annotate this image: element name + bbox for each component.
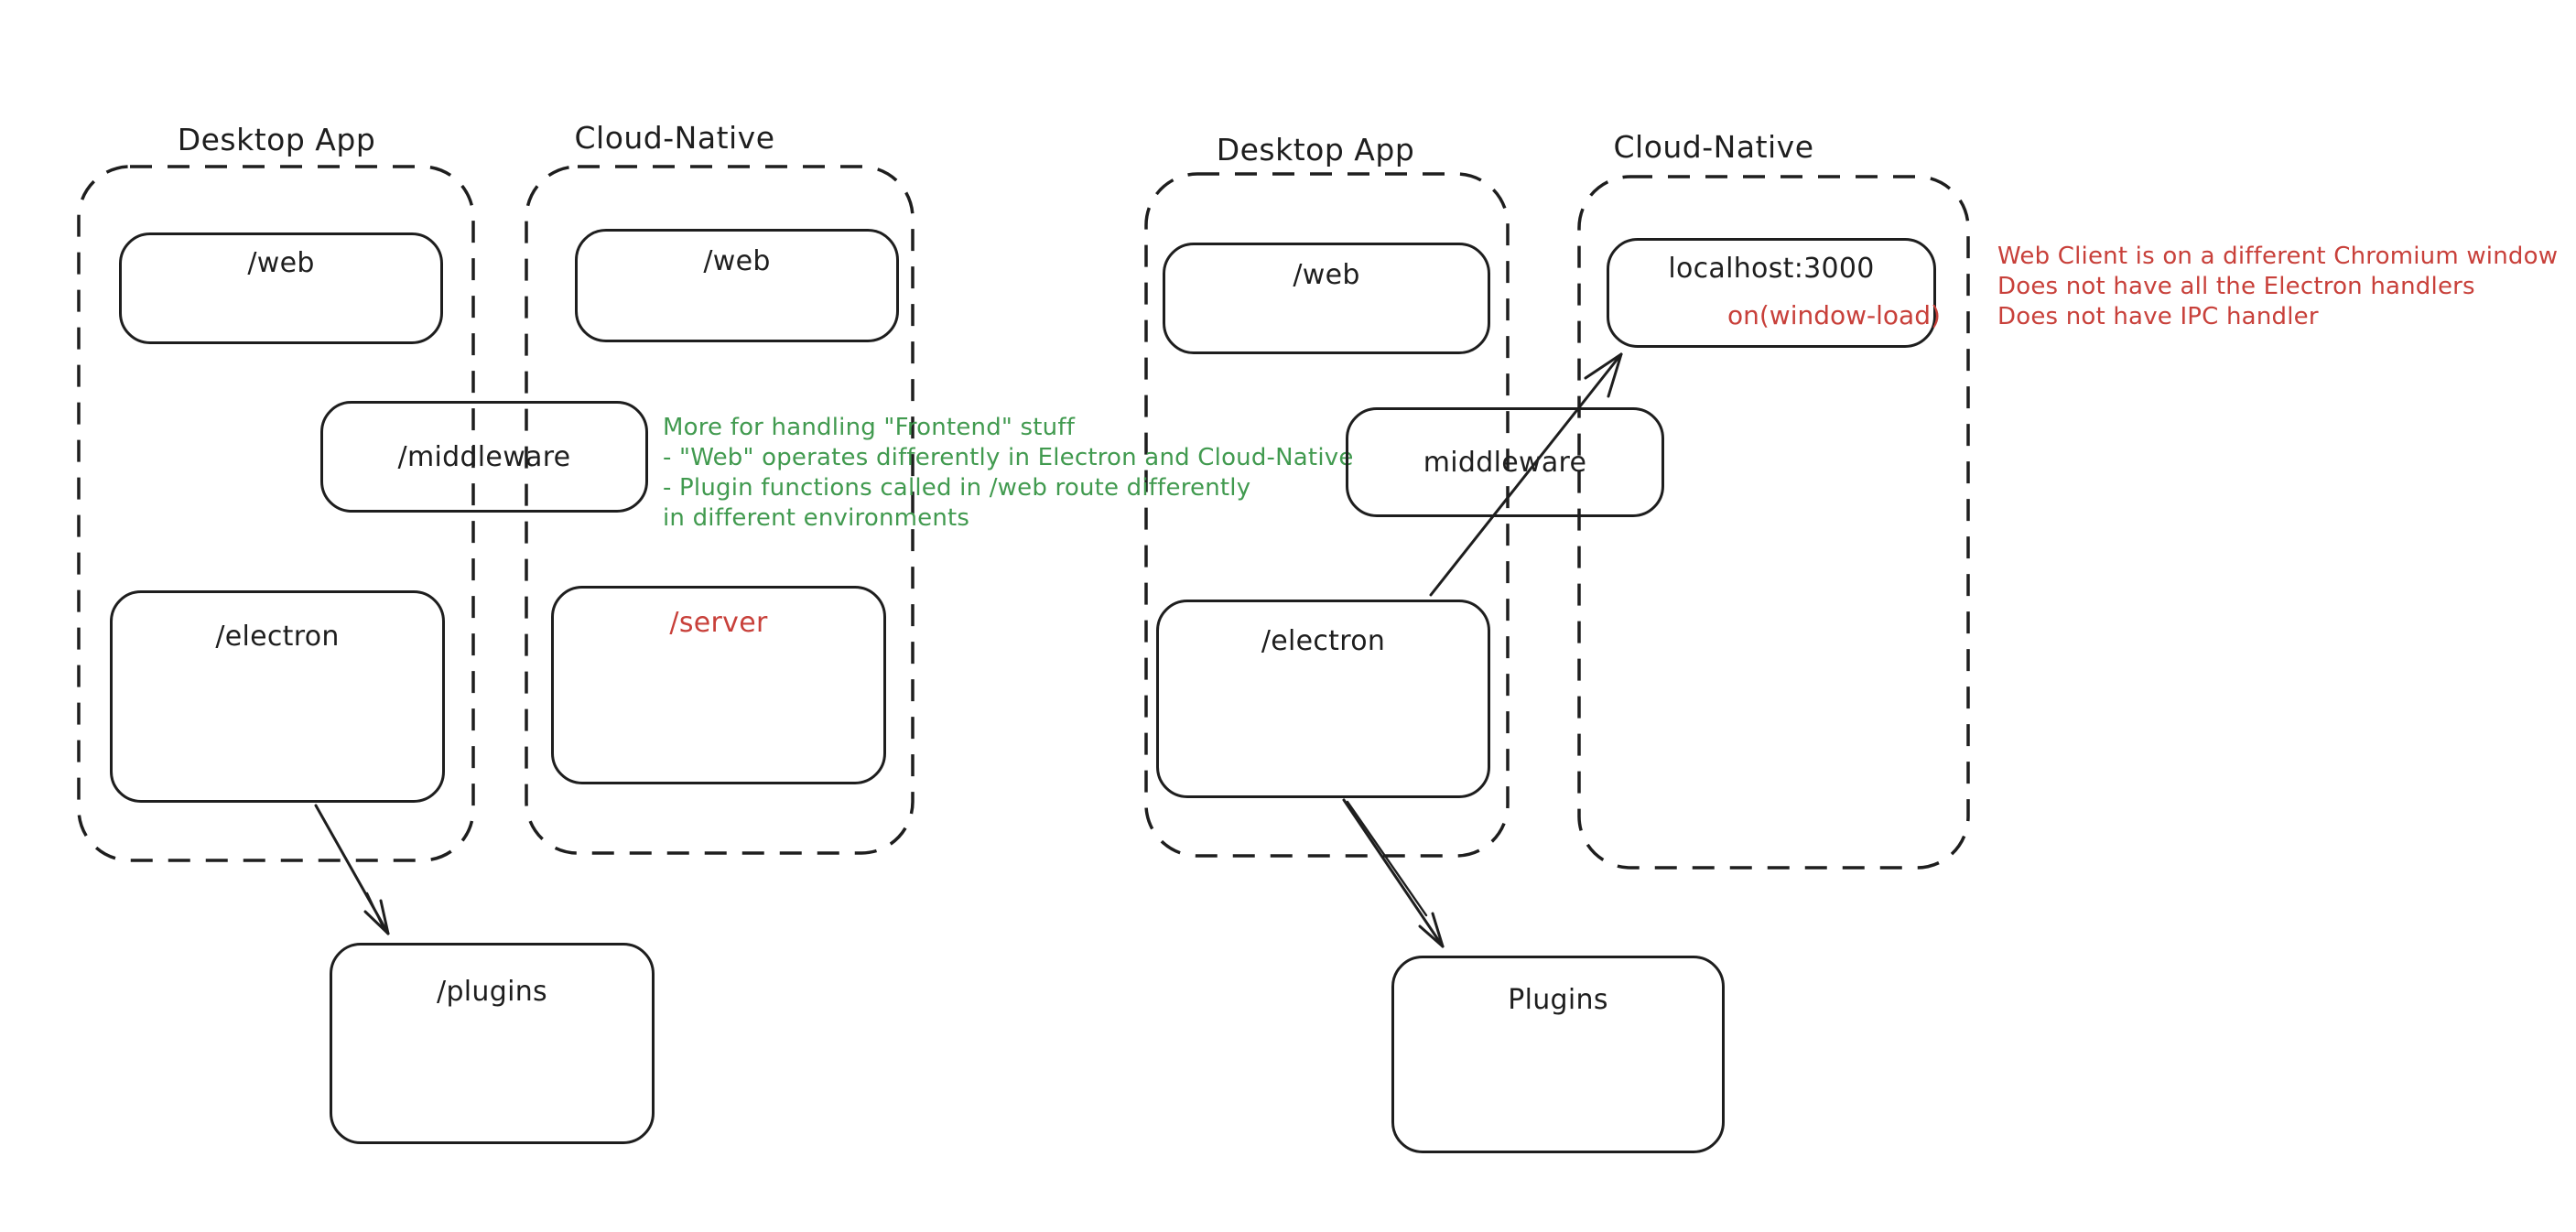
- note-frontend-line-1: More for handling "Frontend" stuff: [663, 414, 1076, 441]
- node-middleware-right-label: middleware: [1423, 446, 1587, 479]
- node-electron-right-label: /electron: [1261, 625, 1386, 657]
- node-web-desktop-left-label: /web: [247, 247, 315, 279]
- node-middleware-left: /middleware: [320, 401, 648, 513]
- note-webclient-line-1: Web Client is on a different Chromium wi…: [1997, 243, 2559, 270]
- group-title-desktop-right: Desktop App: [1216, 132, 1415, 168]
- note-webclient-red: Web Client is on a different Chromium wi…: [1997, 242, 2558, 332]
- group-cloud-left: [525, 165, 915, 855]
- node-plugins-right: Plugins: [1391, 956, 1725, 1153]
- note-frontend-line-4: in different environments: [663, 504, 970, 532]
- node-middleware-left-label: /middleware: [397, 440, 571, 473]
- arrow-electron-to-localhost: [1429, 352, 1623, 597]
- node-web-cloud-left-label: /web: [703, 245, 771, 277]
- group-title-cloud-right: Cloud-Native: [1613, 129, 1814, 165]
- node-localhost: localhost:3000: [1607, 238, 1936, 348]
- node-plugins-right-label: Plugins: [1508, 984, 1608, 1016]
- arrow-electron-to-plugins-right: [1342, 798, 1445, 948]
- note-frontend-line-3: - Plugin functions called in /web route …: [663, 474, 1251, 502]
- group-title-cloud-left: Cloud-Native: [574, 120, 775, 156]
- note-webclient-line-3: Does not have IPC handler: [1997, 303, 2319, 330]
- node-web-desktop-left: /web: [119, 232, 443, 344]
- node-localhost-label: localhost:3000: [1668, 253, 1875, 285]
- note-frontend-green: More for handling "Frontend" stuff - "We…: [663, 413, 1354, 534]
- node-localhost-handler-label: on(window-load): [1727, 300, 1941, 330]
- arrow-electron-to-plugins-left: [314, 804, 390, 935]
- node-middleware-right: middleware: [1346, 407, 1664, 517]
- node-plugins-left-label: /plugins: [437, 976, 547, 1008]
- group-title-desktop-left: Desktop App: [177, 122, 376, 157]
- note-webclient-line-2: Does not have all the Electron handlers: [1997, 273, 2475, 300]
- node-web-cloud-left: /web: [575, 229, 899, 342]
- node-electron-right: /electron: [1156, 600, 1490, 798]
- group-desktop-right: [1144, 172, 1510, 858]
- node-plugins-left: /plugins: [330, 943, 655, 1144]
- node-web-desktop-right-label: /web: [1293, 259, 1360, 291]
- node-electron-left: /electron: [110, 590, 445, 803]
- node-electron-left-label: /electron: [215, 621, 340, 653]
- node-web-desktop-right: /web: [1163, 243, 1490, 354]
- group-cloud-right: [1577, 175, 1970, 870]
- note-frontend-line-2: - "Web" operates differently in Electron…: [663, 444, 1354, 471]
- node-server-left: /server: [551, 586, 886, 784]
- node-server-left-label: /server: [669, 607, 768, 639]
